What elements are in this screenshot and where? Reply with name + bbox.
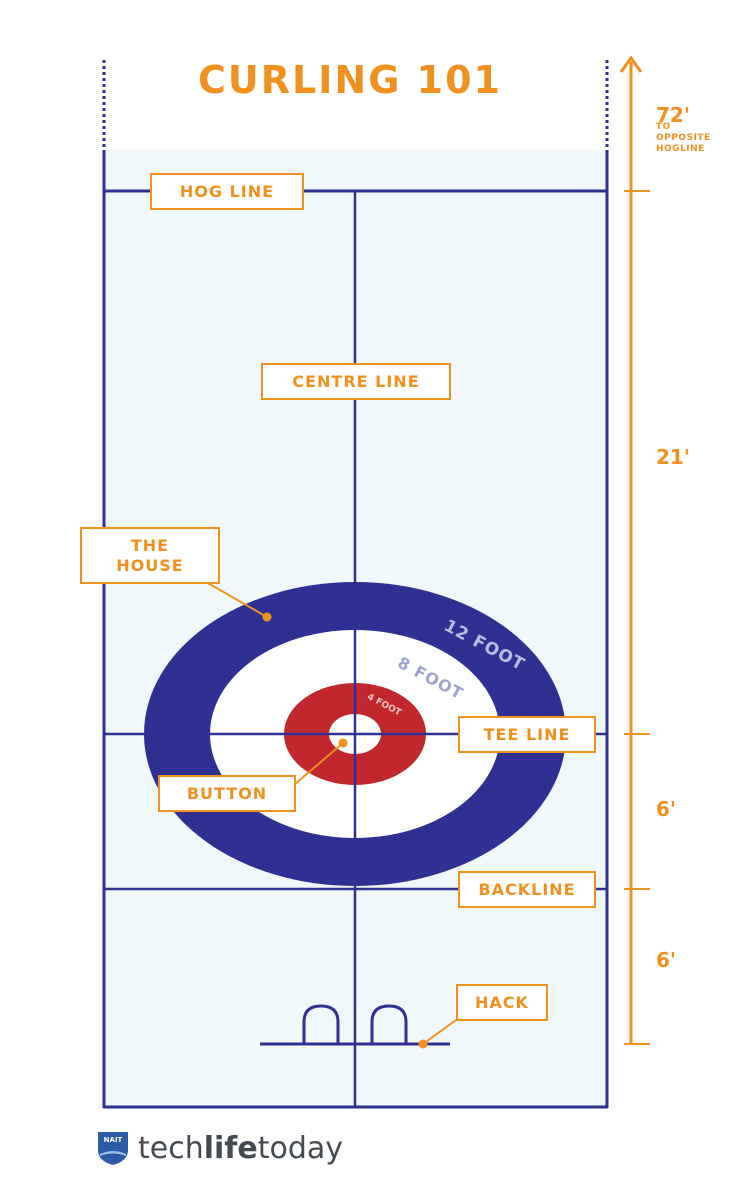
button-label: BUTTON [158,775,296,812]
dimension-72-note: TO OPPOSITE HOGLINE [656,122,711,155]
logo-part-today: today [257,1130,344,1166]
button-leader [294,742,344,785]
the-house-label: THE HOUSE [80,527,220,584]
dimension-arrow-head [619,55,643,73]
hog-line-label: HOG LINE [150,173,304,210]
the-house-label-line1: THE [130,535,170,555]
techlifetoday-logo: NAIT techlifetoday [96,1130,343,1166]
nait-badge-text: NAIT [104,1136,123,1144]
backline-label: BACKLINE [458,871,596,908]
hack-right-foothold [370,1004,408,1044]
hack-left-foothold [302,1004,340,1044]
house-leader-dot [262,612,272,622]
the-house-label-line2: HOUSE [116,555,184,575]
dimension-note-line1: TO [656,122,671,132]
dimension-6-tee-value: 6' [656,797,677,821]
dimension-6-back-value: 6' [656,948,677,972]
logo-part-life: life [203,1130,258,1166]
hack-leader [422,1019,457,1045]
dimension-note-line2: OPPOSITE [656,133,711,143]
tee-line-label: TEE LINE [458,716,596,753]
hack-label: HACK [456,984,548,1021]
page-title: CURLING 101 [198,58,502,102]
dimension-72-value: 72' [656,103,690,127]
house-leader [205,581,268,618]
hack-leader-dot [418,1039,428,1049]
nait-shield-icon: NAIT [98,1132,128,1165]
dimension-21-value: 21' [656,445,690,469]
logo-wordmark: techlifetoday [138,1131,343,1166]
centre-line-label: CENTRE LINE [261,363,451,400]
logo-part-tech: tech [138,1130,204,1166]
dimension-note-line3: HOGLINE [656,144,705,154]
button-leader-dot [338,738,348,748]
